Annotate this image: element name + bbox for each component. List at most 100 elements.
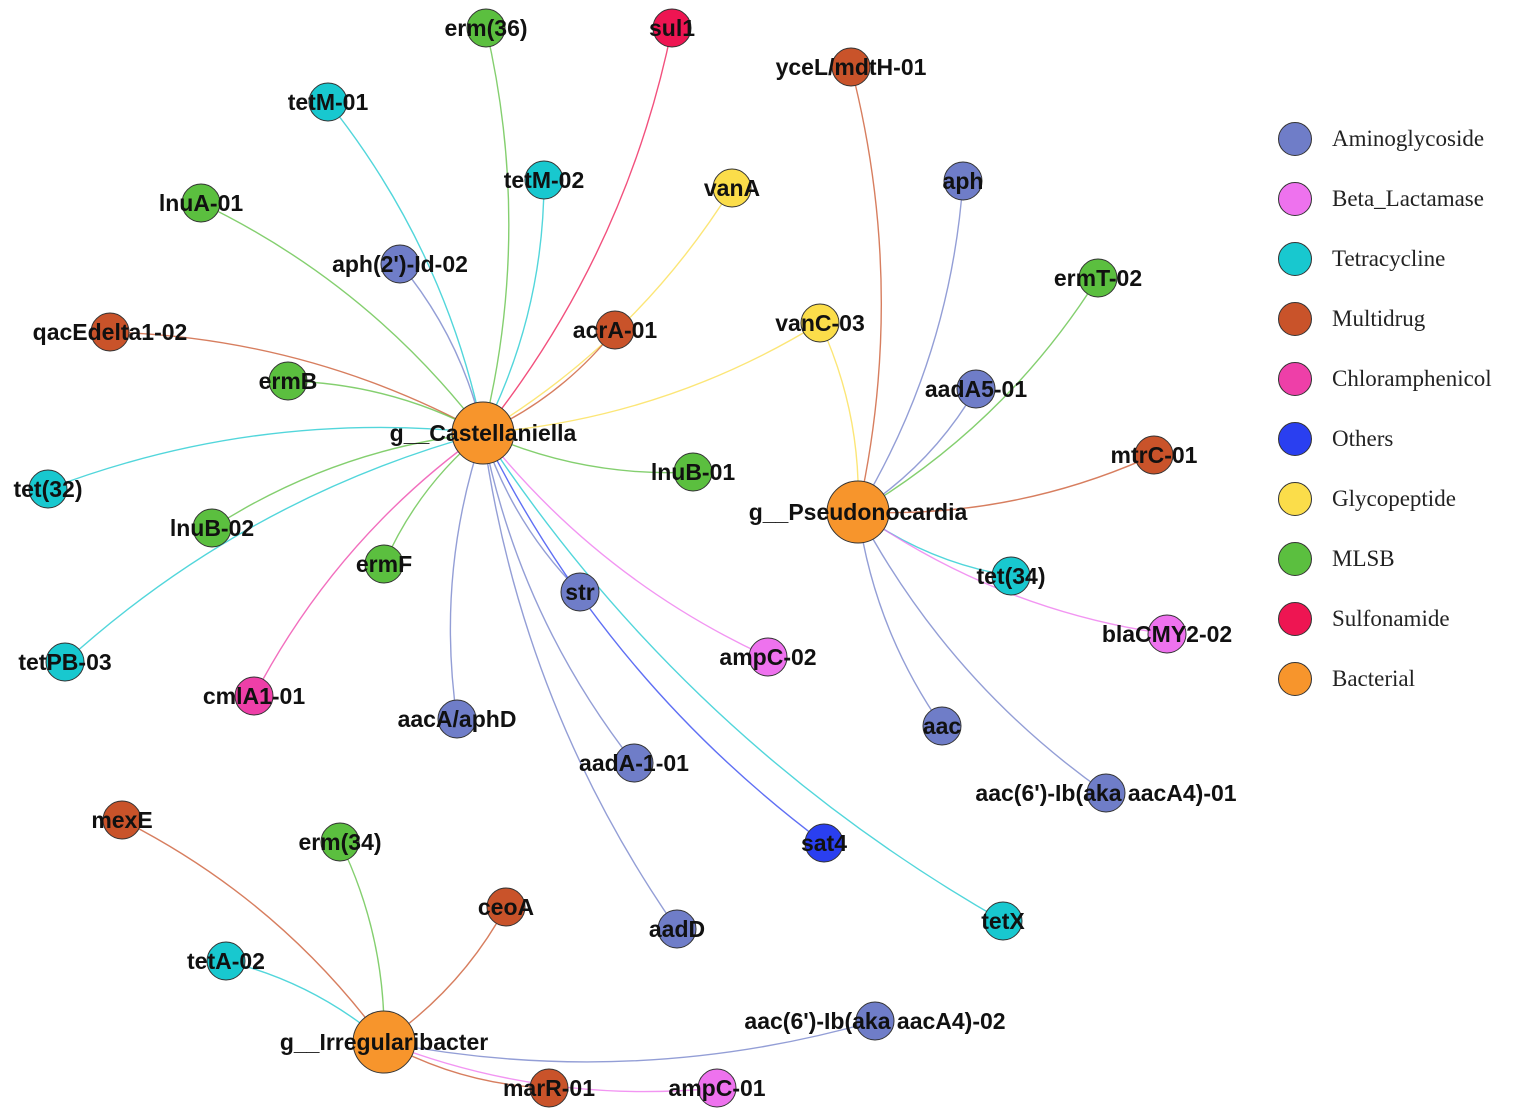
node-circle [451,401,515,465]
node-label: erm(36) [444,15,527,41]
gene-node-aac: aac [922,706,962,746]
node-label: lnuB-02 [170,515,254,541]
node-label: aph(2')-Id-02 [332,251,468,277]
node-label: yceL/mdtH-01 [776,54,927,80]
legend-label: Others [1332,426,1394,451]
gene-node-aadA101: aadA-1-01 [579,743,689,783]
node-label: tet(32) [13,476,82,502]
gene-node-tet34: tet(34) [976,556,1046,596]
node-label: aacA/aphD [398,706,517,732]
node-circle [748,637,788,677]
legend-item: Bacterial [1278,662,1533,722]
gene-node-sat4: sat4 [801,823,847,863]
node-circle [102,800,142,840]
edge-castellaniella-lnuA01 [200,202,484,434]
node-label: ampC-01 [668,1075,765,1101]
gene-node-mexE: mexE [91,800,153,840]
node-label: tetPB-03 [18,649,111,675]
node-circle [320,822,360,862]
legend-label: MLSB [1332,546,1395,571]
node-label: ermT-02 [1054,265,1142,291]
node-circle [308,82,348,122]
gene-node-ermT02: ermT-02 [1054,258,1142,298]
node-label: aac(6')-Ib(aka aacA4)-02 [744,1008,1005,1034]
node-circle [595,310,635,350]
legend-label: Aminoglycoside [1332,126,1485,151]
node-label: aac(6')-Ib(aka aacA4)-01 [975,780,1236,806]
gene-node-ermF: ermF [356,544,412,584]
gene-node-lnuB01: lnuB-01 [651,452,735,492]
gene-node-str: str [560,572,600,612]
gene-node-tetX: tetX [981,901,1025,941]
edge-pseudonocardia-aph [857,180,964,513]
node-label: tetM-01 [288,89,369,115]
edge-castellaniella-tetPB03 [64,432,484,663]
node-label: g__Pseudonocardia [749,499,968,525]
node-circle [826,480,890,544]
legend-item: Aminoglycoside [1278,122,1533,182]
node-label: ceoA [478,894,534,920]
node-label: ermF [356,551,412,577]
edge-irregularibacter-mexE [121,819,385,1043]
node-label: marR-01 [503,1075,595,1101]
node-label: vanC-03 [775,310,864,336]
edge-castellaniella-sat4 [482,432,825,844]
edge-castellaniella-aadD [482,432,678,930]
legend-swatch [1278,602,1312,636]
node-label: sul1 [649,15,695,41]
node-circle [697,1068,737,1108]
gene-node-tet32: tet(32) [13,469,83,509]
node-label: mtrC-01 [1111,442,1198,468]
legend-item: MLSB [1278,542,1533,602]
legend-item: Tetracycline [1278,242,1533,302]
gene-node-ermB: ermB [259,361,318,401]
edge-castellaniella-tetX [482,432,1004,922]
node-label: tetX [981,908,1025,934]
node-circle [1078,258,1118,298]
edge-castellaniella-tetM01 [327,101,484,434]
gene-node-acrA01: acrA-01 [573,310,657,350]
edge-castellaniella-erm36 [482,27,510,434]
legend-swatch [1278,122,1312,156]
node-label: ermB [259,368,318,394]
gene-node-erm36: erm(36) [444,8,528,48]
hub-node-irregularibacter: g__Irregularibacter [280,1010,488,1074]
node-circle [352,1010,416,1074]
edge-pseudonocardia-aac [857,511,943,727]
node-circle [831,47,871,87]
node-label: aadA5-01 [925,376,1027,402]
legend-swatch [1278,362,1312,396]
node-label: g__Castellaniella [390,420,577,446]
node-circle [181,183,221,223]
edge-castellaniella-vanC03 [482,322,821,434]
node-label: cmlA1-01 [203,683,305,709]
node-circle [192,508,232,548]
node-label: erm(34) [298,829,381,855]
gene-node-erm34: erm(34) [298,822,382,862]
legend-label: Multidrug [1332,306,1426,331]
node-circle [437,699,477,739]
legend-item: Others [1278,422,1533,482]
node-circle [268,361,308,401]
node-circle [486,887,526,927]
edge-pseudonocardia-mtrC01 [857,454,1155,514]
edge-castellaniella-aacA [449,432,484,720]
gene-node-cmlA1: cmlA1-01 [203,676,305,716]
node-circle [90,312,130,352]
node-circle [234,676,274,716]
edge-castellaniella-lnuB02 [211,432,484,529]
node-circle [614,743,654,783]
legend-label: Tetracycline [1332,246,1446,271]
node-label: str [565,579,594,605]
legend-swatch [1278,482,1312,516]
gene-node-aac6_02: aac(6')-Ib(aka aacA4)-02 [744,1001,1006,1041]
gene-node-ampC01: ampC-01 [668,1068,766,1108]
gene-node-qacE: qacEdelta1-02 [33,312,187,352]
node-circle [529,1068,569,1108]
gene-node-aac6_01: aac(6')-Ib(aka aacA4)-01 [975,773,1237,813]
gene-node-lnuB02: lnuB-02 [170,508,254,548]
legend-label: Chloramphenicol [1332,366,1492,391]
legend-item: Beta_Lactamase [1278,182,1533,242]
legend-label: Sulfonamide [1332,606,1450,631]
